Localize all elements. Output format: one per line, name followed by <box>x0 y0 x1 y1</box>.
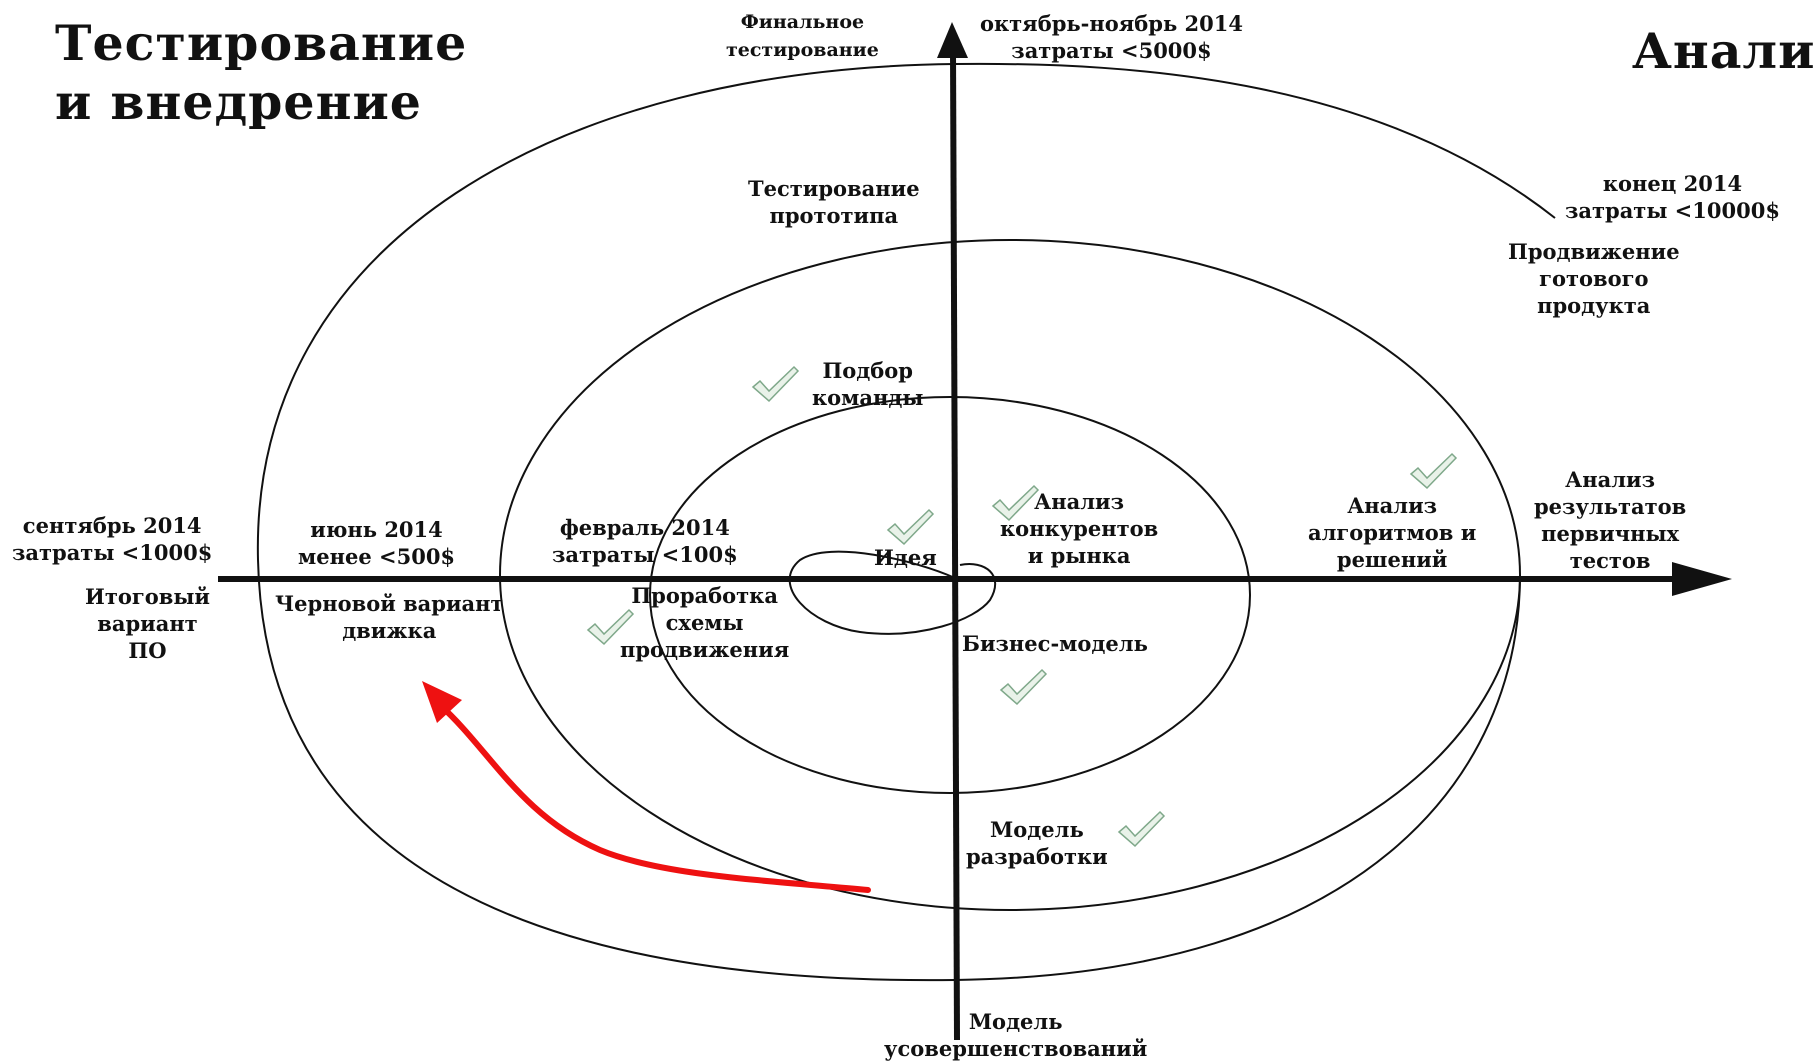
progress-arrow-head <box>422 681 462 723</box>
label-competitor-analysis: Анализ конкурентов и рынка <box>1000 489 1159 568</box>
checkmark-icon <box>999 668 1048 706</box>
progress-arrow <box>437 702 871 893</box>
label-business-model: Бизнес-модель <box>962 631 1148 656</box>
label-draft-engine: Черновой вариант движка <box>275 591 504 643</box>
label-final-software: Итоговый вариант ПО <box>85 584 210 663</box>
vertical-axis-arrowhead <box>937 22 968 58</box>
outer-orbit <box>256 62 1556 982</box>
label-prototype-testing: Тестирование прототипа <box>748 176 920 228</box>
middle-orbit <box>499 239 1521 911</box>
label-june-2014: июнь 2014 менее <500$ <box>298 517 456 569</box>
heading-testing-deployment: Тестирование и внедрение <box>55 14 468 131</box>
heading-analysis: Анали <box>1632 22 1816 80</box>
label-promotion-scheme: Проработка схемы продвижения <box>620 583 790 662</box>
horizontal-axis-arrowhead <box>1672 562 1732 596</box>
checkmark-icon <box>886 508 935 546</box>
vertical-axis <box>950 49 960 1041</box>
label-improvement-model: Модель усовершенствований <box>884 1009 1148 1061</box>
label-primary-results: Анализ результатов первичных тестов <box>1534 467 1687 573</box>
label-sep-2014: сентябрь 2014 затраты <1000$ <box>12 513 213 565</box>
checkmark-icon <box>586 608 635 646</box>
checkmark-icon <box>1409 452 1458 490</box>
label-feb-2014: февраль 2014 затраты <100$ <box>552 515 738 567</box>
label-dev-model: Модель разработки <box>966 817 1108 869</box>
label-idea: Идея <box>874 545 937 570</box>
checkmark-icon <box>1117 810 1166 848</box>
inner-orbit <box>649 396 1251 794</box>
label-algorithm-analysis: Анализ алгоритмов и решений <box>1308 493 1477 572</box>
checkmark-icon <box>991 484 1040 522</box>
checkmark-icon <box>751 365 800 403</box>
label-final-testing: Финальное тестирование <box>726 11 879 61</box>
label-promotion-ready: Продвижение готового продукта <box>1508 239 1680 318</box>
label-team-selection: Подбор команды <box>812 358 924 410</box>
label-oct-nov-2014: октябрь-ноябрь 2014 затраты <5000$ <box>980 11 1243 63</box>
label-end-2014: конец 2014 затраты <10000$ <box>1565 171 1780 223</box>
spiral-core <box>788 550 997 635</box>
